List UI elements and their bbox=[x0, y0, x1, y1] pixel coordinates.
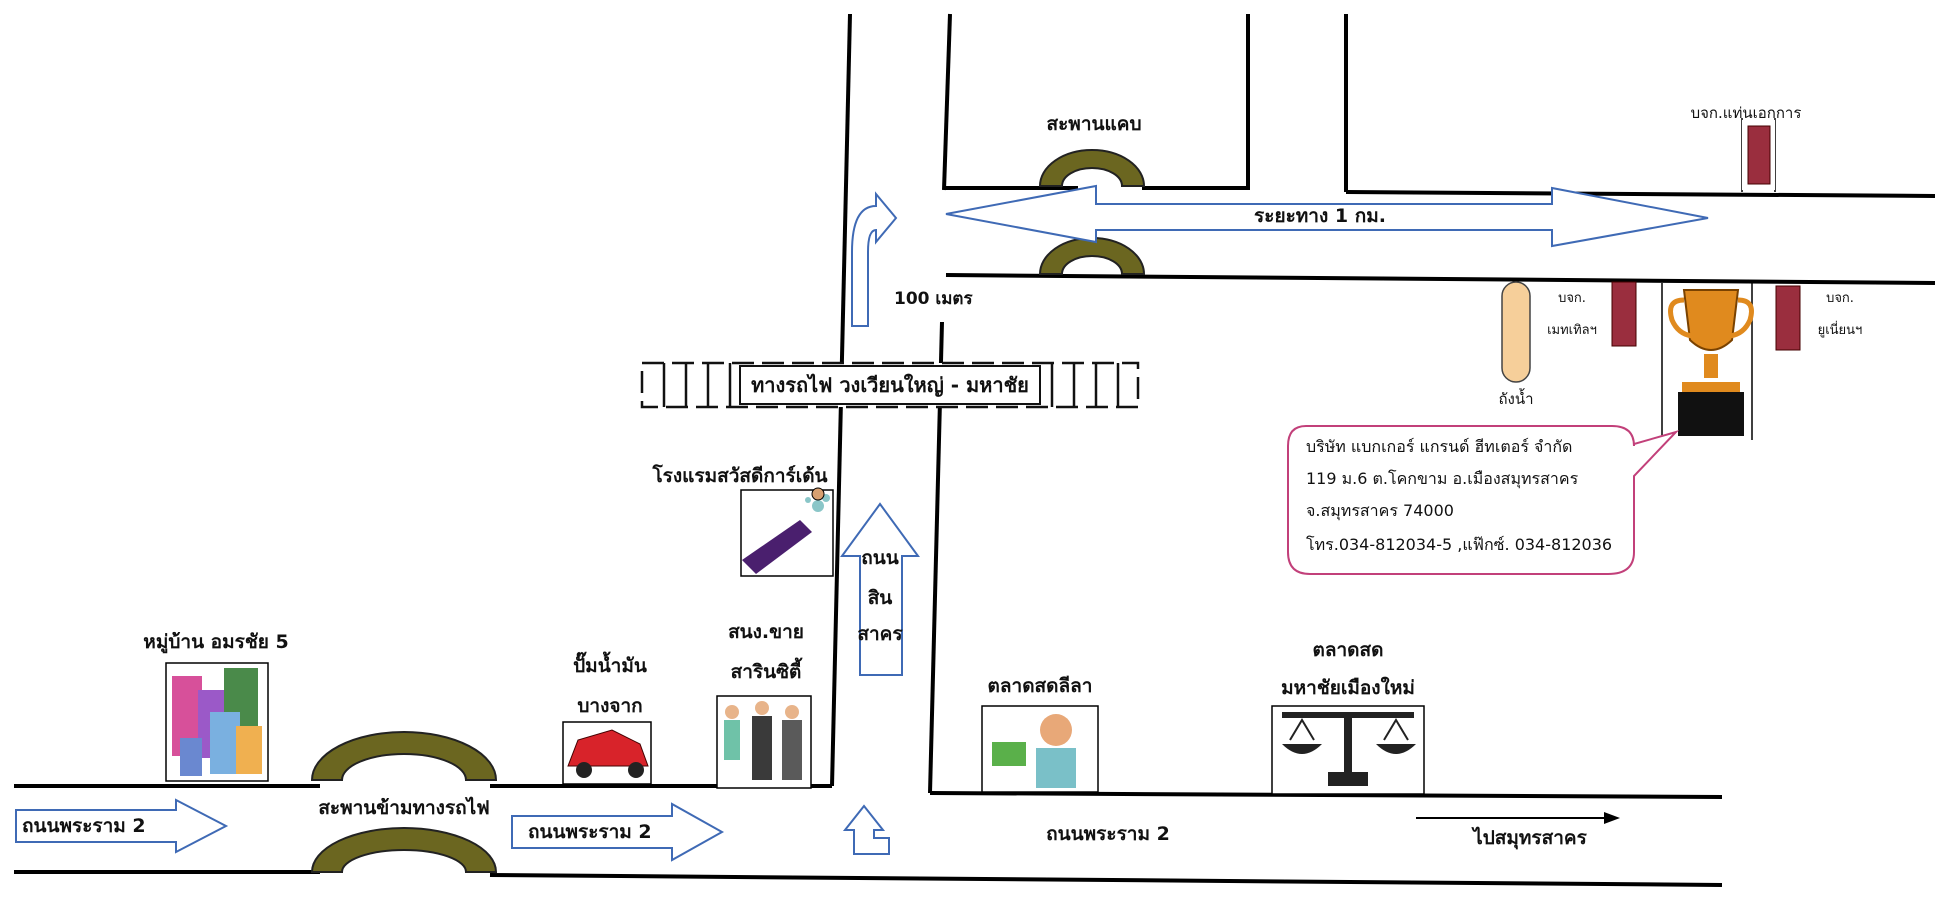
people-icon bbox=[716, 695, 812, 789]
rama2-arrow bbox=[511, 802, 725, 862]
water-tank-label: ถังน้ำ bbox=[1498, 388, 1533, 408]
company-book-icon bbox=[1611, 281, 1637, 347]
distance-arrow bbox=[945, 184, 1709, 248]
sales-office-label: สนง.ขาย bbox=[728, 621, 804, 643]
champagne-icon bbox=[740, 487, 834, 577]
company-address-callout bbox=[1287, 425, 1680, 575]
railway-label-box bbox=[739, 365, 1041, 405]
sin-sakhon-label: ถนน bbox=[861, 547, 898, 569]
market-mahachai-label: มหาชัยเมืองใหม่ bbox=[1281, 676, 1415, 699]
company-mid-label: เมทเทิลฯ bbox=[1547, 323, 1597, 338]
trophy-icon bbox=[1668, 289, 1754, 436]
gas-station-label: บางจาก bbox=[577, 695, 642, 717]
overpass-label: สะพานข้ามทางรถไฟ bbox=[318, 796, 489, 819]
company-book-icon bbox=[1742, 120, 1775, 190]
distance-1km-label: ระยะทาง 1 กม. bbox=[1254, 205, 1386, 227]
sales-office-label: สารินซิตี้ bbox=[731, 657, 804, 683]
narrow-bridges bbox=[1038, 149, 1146, 275]
water-tank-icon bbox=[1501, 281, 1531, 383]
side-road-edge bbox=[1345, 190, 1936, 198]
turn-right-arrow bbox=[851, 191, 898, 327]
company-top-label: บจก.แท่นเอกการ bbox=[1691, 104, 1802, 122]
company-book-icon bbox=[1775, 285, 1801, 351]
callout-line: โทร.034-812034-5 ,แฟ๊กซ์. 034-812036 bbox=[1306, 535, 1612, 554]
company-right-label: บจก. bbox=[1826, 291, 1854, 306]
callout-line: 119 ม.6 ต.โคกขาม อ.เมืองสมุทรสาคร bbox=[1306, 469, 1579, 489]
hotel-label: โรงแรมสวัสดีการ์เด้น bbox=[651, 464, 827, 487]
callout-line: จ.สมุทรสาคร 74000 bbox=[1306, 501, 1454, 521]
callout-line: บริษัท แบกเกอร์ แกรนด์ ฮีทเตอร์ จำกัด bbox=[1306, 437, 1572, 456]
sin-sakhon-label: สิน bbox=[868, 587, 893, 609]
company-right-label: ยูเนี่ยนฯ bbox=[1818, 321, 1863, 338]
distance-100m-label: 100 เมตร bbox=[894, 289, 973, 309]
market-lila-label: ตลาดสดลีลา bbox=[988, 675, 1093, 697]
rama2-road-edge bbox=[489, 873, 1723, 887]
market-mahachai-label: ตลาดสด bbox=[1313, 639, 1384, 661]
direction-arrows bbox=[15, 184, 1709, 862]
rama2-label-mid: ถนนพระราม 2 bbox=[528, 821, 652, 843]
railway-label: ทางรถไฟ วงเวียนใหญ่ - มหาชัย bbox=[751, 373, 1029, 397]
sin-sakhon-arrow bbox=[840, 502, 920, 676]
rama2-label-right: ถนนพระราม 2 bbox=[1046, 823, 1170, 845]
sin-sakhon-label: สาคร bbox=[857, 623, 903, 645]
narrow-bridge-arch bbox=[1038, 237, 1146, 275]
to-samut-label: ไปสมุทรสาคร bbox=[1471, 826, 1587, 850]
overpass-bridges bbox=[310, 731, 498, 873]
railway-track bbox=[640, 361, 1140, 409]
side-road-edge bbox=[942, 13, 952, 191]
company-mid-label: บจก. bbox=[1558, 291, 1586, 306]
gas-station-label: ปั๊มน้ำมัน bbox=[573, 651, 647, 677]
narrow-bridge-arch bbox=[1038, 149, 1146, 187]
overpass-arch bbox=[310, 827, 498, 873]
narrow-bridge-label: สะพานแคบ bbox=[1047, 113, 1142, 135]
side-road-edge bbox=[945, 273, 1936, 285]
rama2-road-edge bbox=[929, 791, 1723, 799]
money-man-icon bbox=[981, 705, 1099, 793]
village-label: หมู่บ้าน อมรชัย 5 bbox=[143, 631, 288, 654]
car-icon bbox=[562, 721, 652, 785]
village-buildings-icon bbox=[165, 662, 269, 782]
rama2-arrow bbox=[15, 798, 229, 854]
turn-arrow bbox=[842, 804, 890, 855]
rama2-label-left: ถนนพระราม 2 bbox=[22, 815, 146, 837]
overpass-arch bbox=[310, 731, 498, 781]
scales-icon bbox=[1271, 705, 1425, 795]
to-samut-arrow-head bbox=[1604, 812, 1620, 824]
